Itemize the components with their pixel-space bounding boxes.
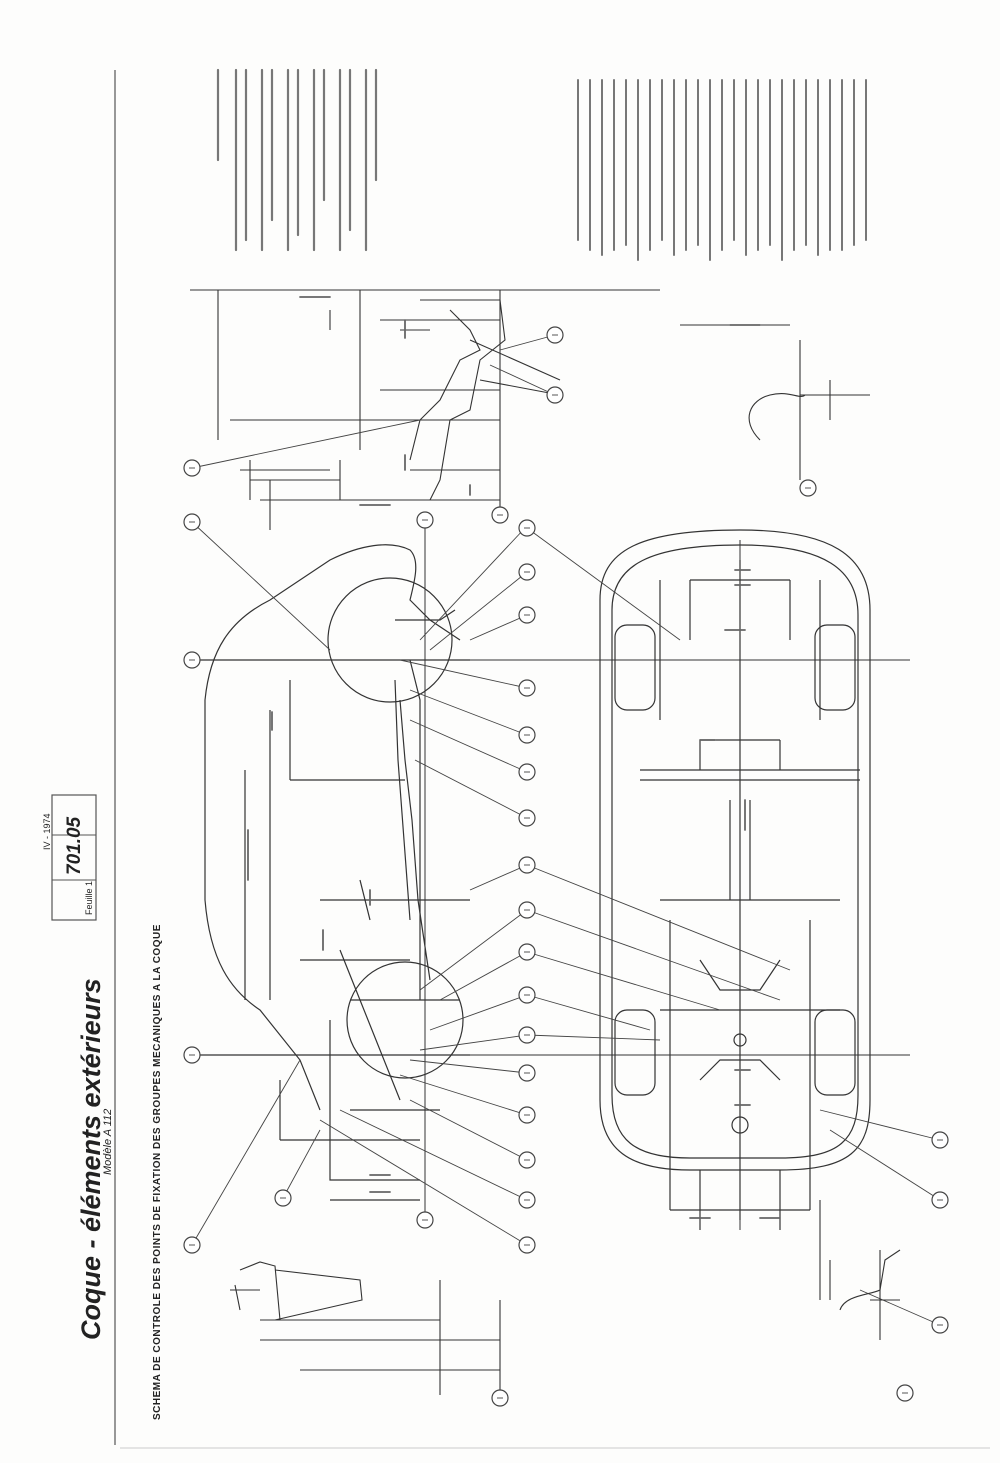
callout-marker	[931, 1191, 949, 1209]
section-detail-bottom-right	[819, 1200, 901, 1340]
callout-marker	[896, 1384, 914, 1402]
callout-marker	[183, 1236, 201, 1254]
sheet-number: Feuille 1	[84, 880, 94, 915]
page-frame	[114, 70, 990, 1449]
datum-lines	[190, 515, 910, 1230]
callout-marker	[518, 1236, 536, 1254]
callout-marker	[518, 943, 536, 961]
section-detail-right	[680, 324, 870, 480]
section-detail-top	[190, 289, 660, 530]
callout-marker	[183, 651, 201, 669]
callout-marker	[416, 511, 434, 529]
callout-marker	[416, 1211, 434, 1229]
sheet-date: IV - 1974	[42, 813, 52, 850]
dimension-marks	[247, 296, 781, 1219]
callout-marker	[518, 986, 536, 1004]
callout-marker	[799, 479, 817, 497]
callout-marker	[491, 1389, 509, 1407]
callout-marker	[518, 856, 536, 874]
callout-marker	[518, 1191, 536, 1209]
callout-marker	[518, 763, 536, 781]
callout-marker	[183, 513, 201, 531]
section-detail-bottom-left	[230, 1261, 501, 1400]
legend-list	[577, 79, 867, 261]
callout-marker	[518, 1151, 536, 1169]
diagram-heading: SCHEMA DE CONTROLE DES POINTS DE FIXATIO…	[152, 924, 163, 1420]
callout-marker	[931, 1316, 949, 1334]
callout-marker	[518, 1064, 536, 1082]
callout-marker	[518, 519, 536, 537]
car-side-view	[190, 544, 470, 1201]
callout-marker	[518, 679, 536, 697]
callout-marker	[546, 326, 564, 344]
callout-marker	[274, 1189, 292, 1207]
car-plan-view	[599, 529, 871, 1230]
callout-marker	[491, 506, 509, 524]
callout-marker	[518, 1026, 536, 1044]
leader-lines	[191, 334, 941, 1326]
callout-marker	[518, 1106, 536, 1124]
notes-block-top	[216, 68, 378, 252]
reference-code: 701.05	[64, 816, 85, 875]
callout-marker	[546, 386, 564, 404]
callout-circles	[183, 326, 949, 1407]
callout-marker	[518, 901, 536, 919]
callout-marker	[931, 1131, 949, 1149]
model-label: Modèle A 112	[102, 1108, 114, 1175]
callout-marker	[518, 809, 536, 827]
callout-marker	[518, 563, 536, 581]
callout-marker	[518, 726, 536, 744]
reference-box	[51, 794, 97, 921]
callout-marker	[518, 606, 536, 624]
callout-marker	[183, 1046, 201, 1064]
callout-marker	[183, 459, 201, 477]
